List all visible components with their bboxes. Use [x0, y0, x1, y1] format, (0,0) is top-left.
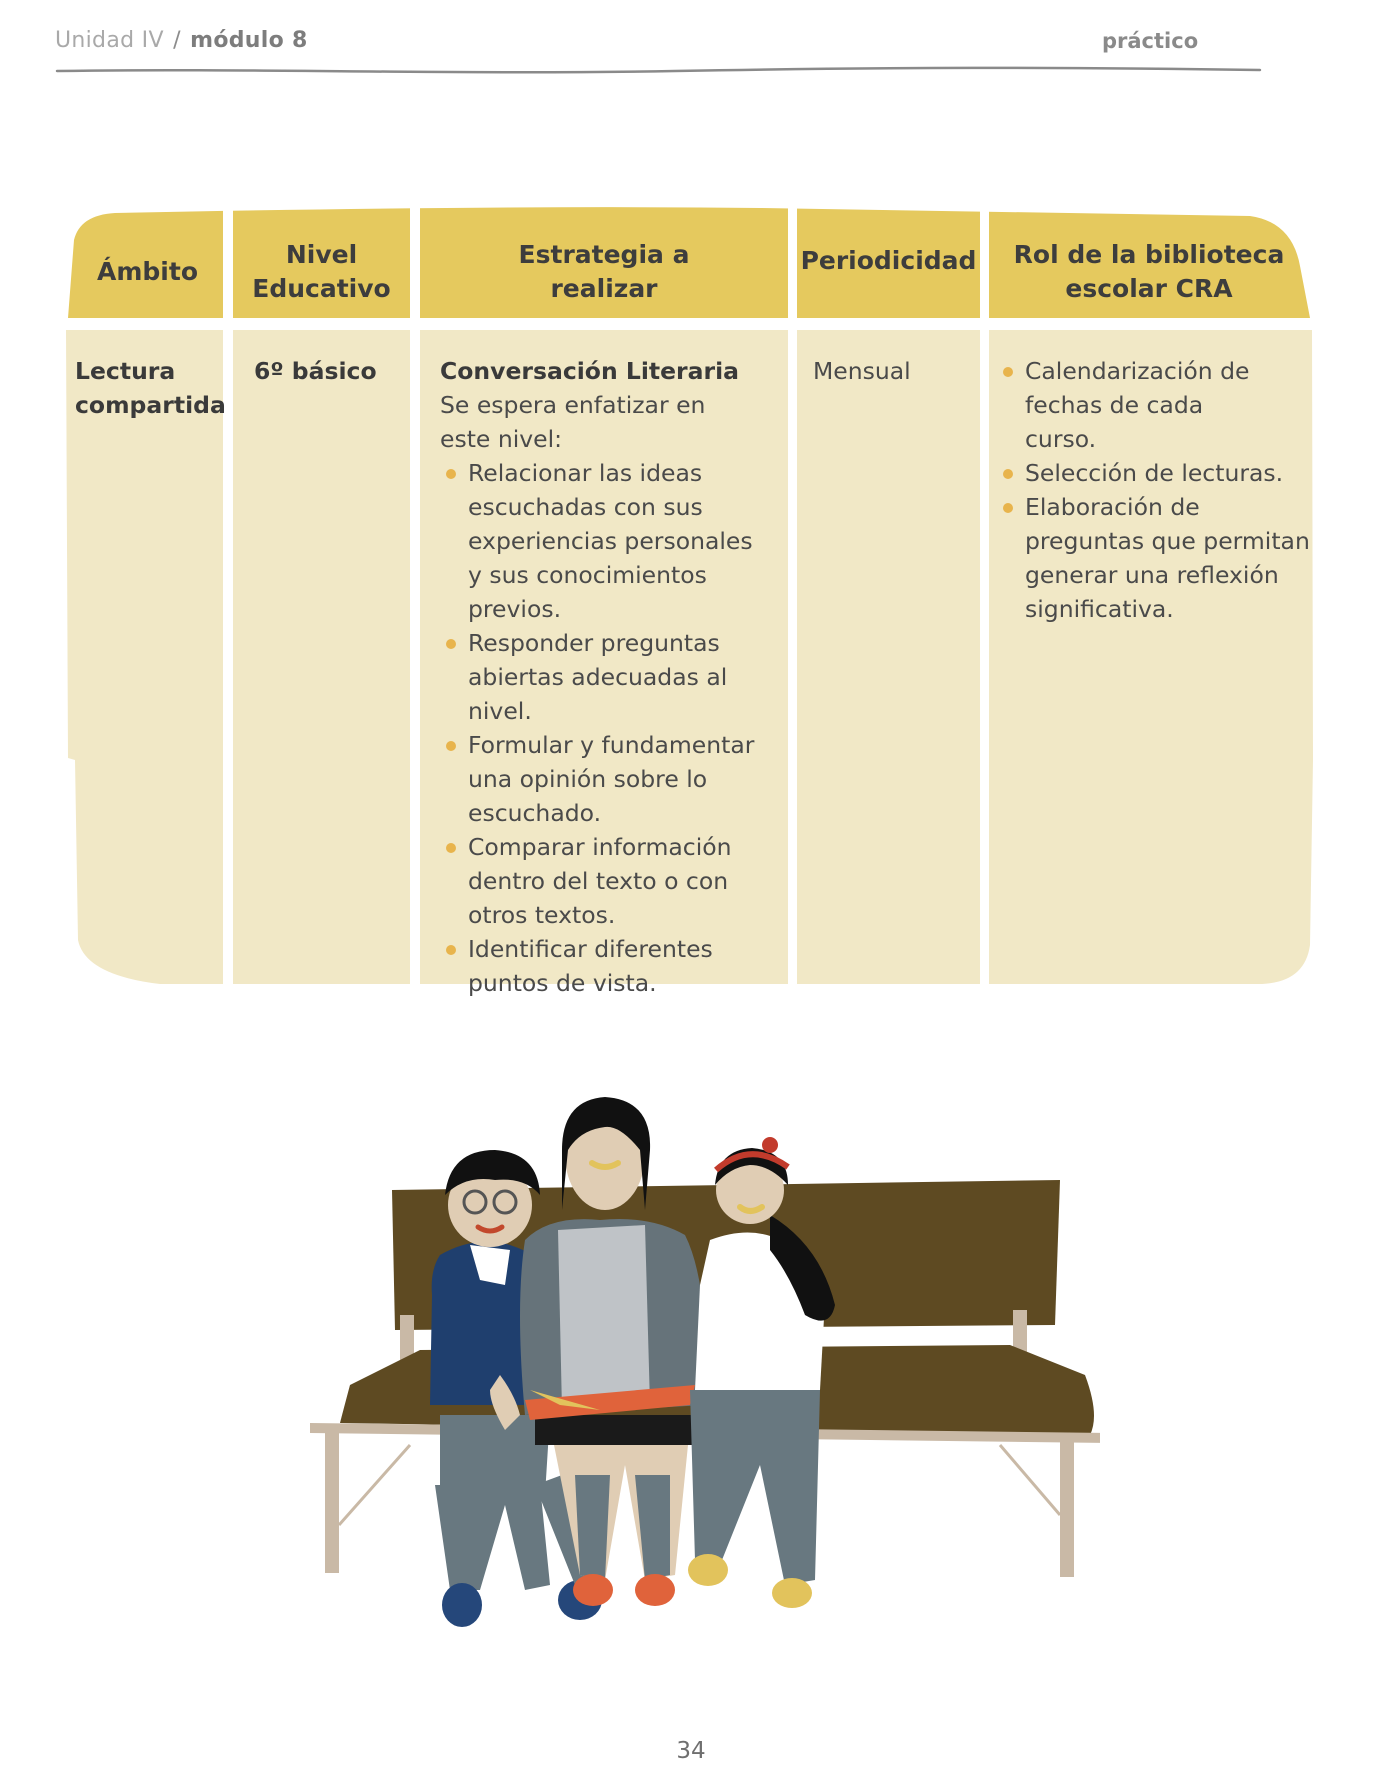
section-label: práctico: [1102, 29, 1199, 53]
header-periodicidad-text: Periodicidad: [800, 246, 977, 275]
header-nivel: Nivel Educativo: [233, 226, 410, 318]
header-rol: Rol de la biblioteca escolar CRA: [989, 226, 1309, 318]
row-gap: [55, 318, 1325, 330]
cell-periodicidad: Mensual: [813, 357, 911, 385]
list-item: Responder preguntas abiertas adecuadas a…: [440, 626, 778, 728]
header-estrategia: Estrategia a realizar: [420, 226, 788, 318]
header-estrategia-line2: realizar: [550, 274, 658, 303]
running-header: Unidad IV / módulo 8 práctico: [55, 28, 1262, 88]
list-item: Relacionar las ideas escuchadas con sus …: [440, 456, 758, 626]
col-gap-1: [223, 200, 233, 1000]
header-ambito: Ámbito: [70, 226, 225, 318]
col-gap-2: [410, 200, 420, 1000]
header-estrategia-line1: Estrategia a: [518, 240, 690, 269]
table-background: [55, 200, 1325, 1000]
list-item: Selección de lecturas.: [997, 456, 1302, 490]
header-rol-line2: escolar CRA: [1065, 274, 1233, 303]
header-periodicidad: Periodicidad: [797, 226, 980, 296]
estrategia-title: Conversación Literaria: [440, 357, 740, 385]
cell-ambito: Lectura compartida: [75, 354, 226, 422]
strategy-table: Ámbito Nivel Educativo Estrategia a real…: [55, 200, 1325, 1000]
module-label: módulo 8: [190, 28, 308, 53]
header-band: [68, 207, 1310, 318]
estrategia-intro: Se espera enfatizar en este nivel:: [440, 391, 706, 453]
list-item: Comparar información dentro del texto o …: [440, 830, 778, 932]
body-band: [66, 330, 1313, 984]
separator: /: [173, 28, 181, 53]
cell-ambito-line2: compartida: [75, 391, 226, 419]
col-gap-3: [788, 200, 797, 1000]
cell-nivel: 6º básico: [254, 357, 377, 385]
cell-estrategia: Conversación Literaria Se espera enfatiz…: [440, 354, 785, 1000]
list-item: Formular y fundamentar una opinión sobre…: [440, 728, 758, 830]
unit-label: Unidad IV: [55, 28, 164, 53]
running-header-left: Unidad IV / módulo 8: [55, 28, 308, 53]
header-rule: [55, 66, 1262, 74]
rol-list: Calendarización de fechas de cada curso.…: [997, 354, 1310, 626]
middle-girl-figure: [520, 1097, 706, 1606]
header-nivel-line2: Educativo: [252, 274, 391, 303]
cell-rol: Calendarización de fechas de cada curso.…: [997, 354, 1310, 626]
estrategia-list: Relacionar las ideas escuchadas con sus …: [440, 456, 785, 1000]
page-number: 34: [676, 1738, 706, 1764]
list-item: Calendarización de fechas de cada curso.: [997, 354, 1280, 456]
header-nivel-line1: Nivel: [285, 240, 358, 269]
children-on-bench-illustration: [310, 1097, 1100, 1627]
list-item: Elaboración de preguntas que permitan ge…: [997, 490, 1325, 626]
list-item: Identificar diferentes puntos de vista.: [440, 932, 758, 1000]
header-rol-line1: Rol de la biblioteca: [1013, 240, 1285, 269]
header-ambito-text: Ámbito: [97, 257, 198, 286]
right-girl-figure: [688, 1137, 835, 1608]
col-gap-4: [980, 200, 989, 1000]
cell-ambito-line1: Lectura: [75, 357, 176, 385]
